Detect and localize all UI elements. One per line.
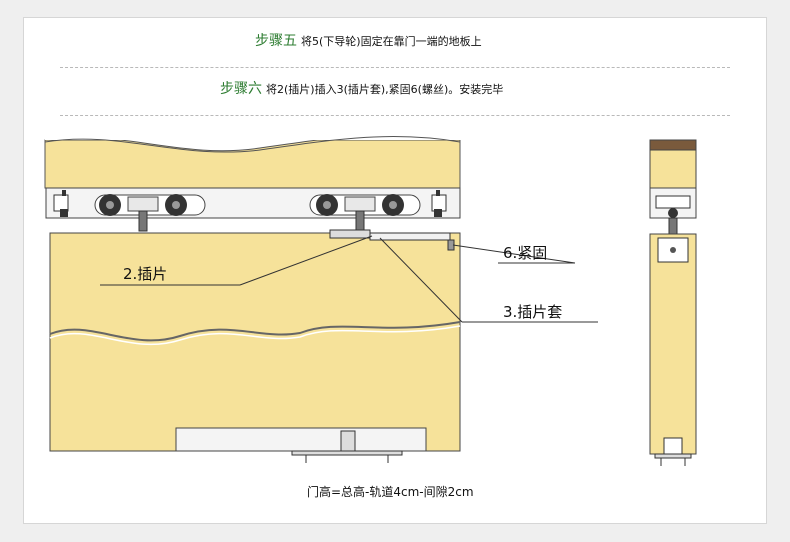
- side-view-bolt: [668, 217, 678, 235]
- side-view: [649, 139, 697, 466]
- step-six: 步骤六将2(插片)插入3(插片套),紧固6(螺丝)。安装完毕: [220, 78, 503, 98]
- step-five: 步骤五将5(下导轮)固定在靠门一端的地板上: [255, 30, 482, 50]
- side-view-wood-top: [649, 139, 697, 151]
- side-view-wheel: [668, 208, 678, 218]
- door-panel: [49, 232, 461, 452]
- track-stopper-right: [431, 190, 447, 217]
- insert-piece-plate: [329, 229, 371, 239]
- roller-hanger-left: [94, 194, 206, 232]
- divider-bottom: [60, 115, 730, 116]
- divider-top: [60, 67, 730, 68]
- height-caption: 门高=总高-轨道4cm-间隙2cm: [307, 484, 474, 499]
- callout-tighten: 6.紧固: [503, 244, 547, 262]
- step-five-text: 将5(下导轮)固定在靠门一端的地板上: [301, 35, 482, 48]
- side-view-header: [649, 149, 697, 189]
- callout-insert-sleeve: 3.插片套: [503, 303, 562, 321]
- insert-sleeve-plate: [369, 232, 451, 241]
- side-view-roller: [655, 195, 691, 209]
- side-view-screw: [670, 247, 676, 253]
- step-five-label: 步骤五: [255, 33, 297, 49]
- callout-leader-tighten: [452, 244, 576, 264]
- step-six-label: 步骤六: [220, 81, 262, 97]
- callout-leader-insert: [239, 235, 373, 286]
- header-top-edge: [44, 136, 461, 153]
- roller-hanger-right: [309, 194, 421, 232]
- floor-guide-wheel: [291, 430, 403, 463]
- callout-insert-piece: 2.插片: [123, 265, 167, 283]
- header-mask: [45, 128, 465, 140]
- door-wave-highlight: [49, 325, 461, 346]
- step-six-text: 将2(插片)插入3(插片套),紧固6(螺丝)。安装完毕: [266, 83, 504, 96]
- side-view-floor-groove: [663, 437, 683, 455]
- track-stopper-left: [53, 190, 69, 217]
- callout-leader-sleeve: [379, 237, 463, 323]
- door-bottom-groove: [175, 427, 427, 452]
- side-view-door: [649, 233, 697, 455]
- side-view-floor-plate: [654, 453, 692, 459]
- door-wave-line: [49, 321, 461, 342]
